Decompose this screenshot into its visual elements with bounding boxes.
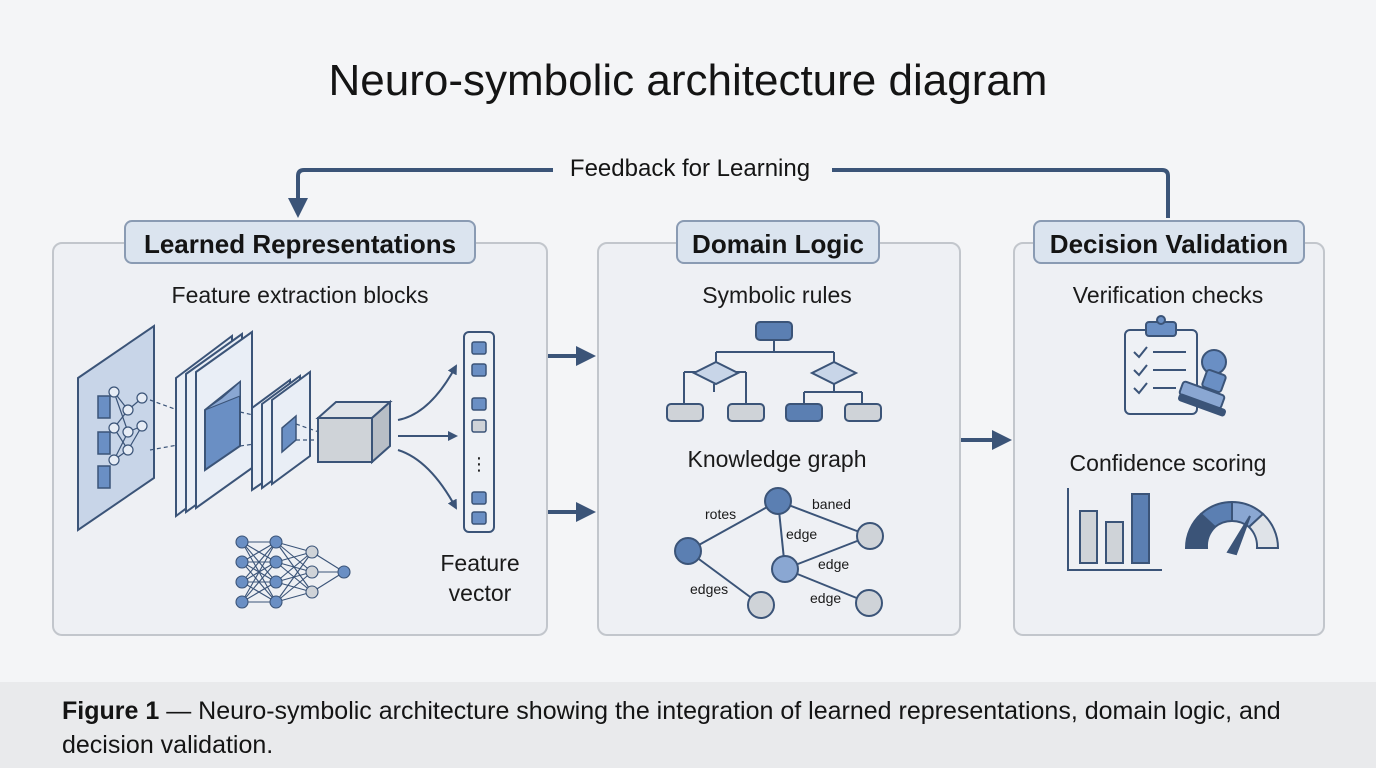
rule-decision-left xyxy=(691,360,741,386)
feedback-arrow xyxy=(298,168,1170,218)
feature-cube xyxy=(315,399,393,465)
figure-caption: Figure 1 — Neuro-symbolic architecture s… xyxy=(0,682,1376,768)
edge-label: edge xyxy=(786,526,817,542)
knowledge-graph-nodes xyxy=(674,487,884,619)
edge-label: edge xyxy=(818,556,849,572)
edge-label: rotes xyxy=(705,506,736,522)
caption-body: — Neuro-symbolic architecture showing th… xyxy=(62,697,1281,759)
gauge-needle xyxy=(1226,515,1251,556)
feature-vector-cells xyxy=(471,341,487,411)
symbolic-rules-label: Symbolic rules xyxy=(702,282,852,308)
graph-node xyxy=(855,589,883,617)
edge-label: edges xyxy=(690,581,728,597)
verification-checks-label: Verification checks xyxy=(1072,282,1264,308)
bar-chart-icon xyxy=(1067,488,1162,571)
stamp-icon xyxy=(1177,349,1227,417)
graph-node xyxy=(674,537,702,565)
knowledge-graph-label: Knowledge graph xyxy=(687,446,867,472)
graph-node xyxy=(764,487,792,515)
decision-validation-title: Decision Validation xyxy=(1033,220,1305,264)
caption-text: Figure 1 — Neuro-symbolic architecture s… xyxy=(62,694,1332,762)
decision-validation-panel xyxy=(1013,242,1325,636)
feature-vector-label-1: Feature xyxy=(440,550,520,576)
domain-logic-title: Domain Logic xyxy=(676,220,880,264)
feedback-label: Feedback for Learning xyxy=(555,155,825,183)
graph-node xyxy=(747,591,775,619)
edge-label: edge xyxy=(810,590,841,606)
rule-tree-icon xyxy=(683,340,863,404)
knowledge-graph-edges xyxy=(687,500,871,606)
diagram-title: Neuro-symbolic architecture diagram xyxy=(328,56,1048,105)
rule-root-node xyxy=(755,321,793,341)
neural-network-icon xyxy=(235,535,351,609)
edge-label: baned xyxy=(812,496,851,512)
confidence-scoring-label: Confidence scoring xyxy=(1069,450,1267,476)
gauge-icon xyxy=(1184,500,1280,556)
conv-layer-stack-2 xyxy=(251,370,311,492)
learned-representations-title: Learned Representations xyxy=(124,220,476,264)
feature-vector-label-2: vector xyxy=(448,580,512,606)
mini-network-icon xyxy=(108,386,148,466)
vector-ellipsis: ⋮ xyxy=(470,454,488,474)
graph-node xyxy=(771,555,799,583)
feature-extraction-label: Feature extraction blocks xyxy=(171,282,429,308)
caption-figure-number: Figure 1 xyxy=(62,697,160,725)
graph-node xyxy=(856,522,884,550)
rule-decision-right xyxy=(809,360,859,386)
